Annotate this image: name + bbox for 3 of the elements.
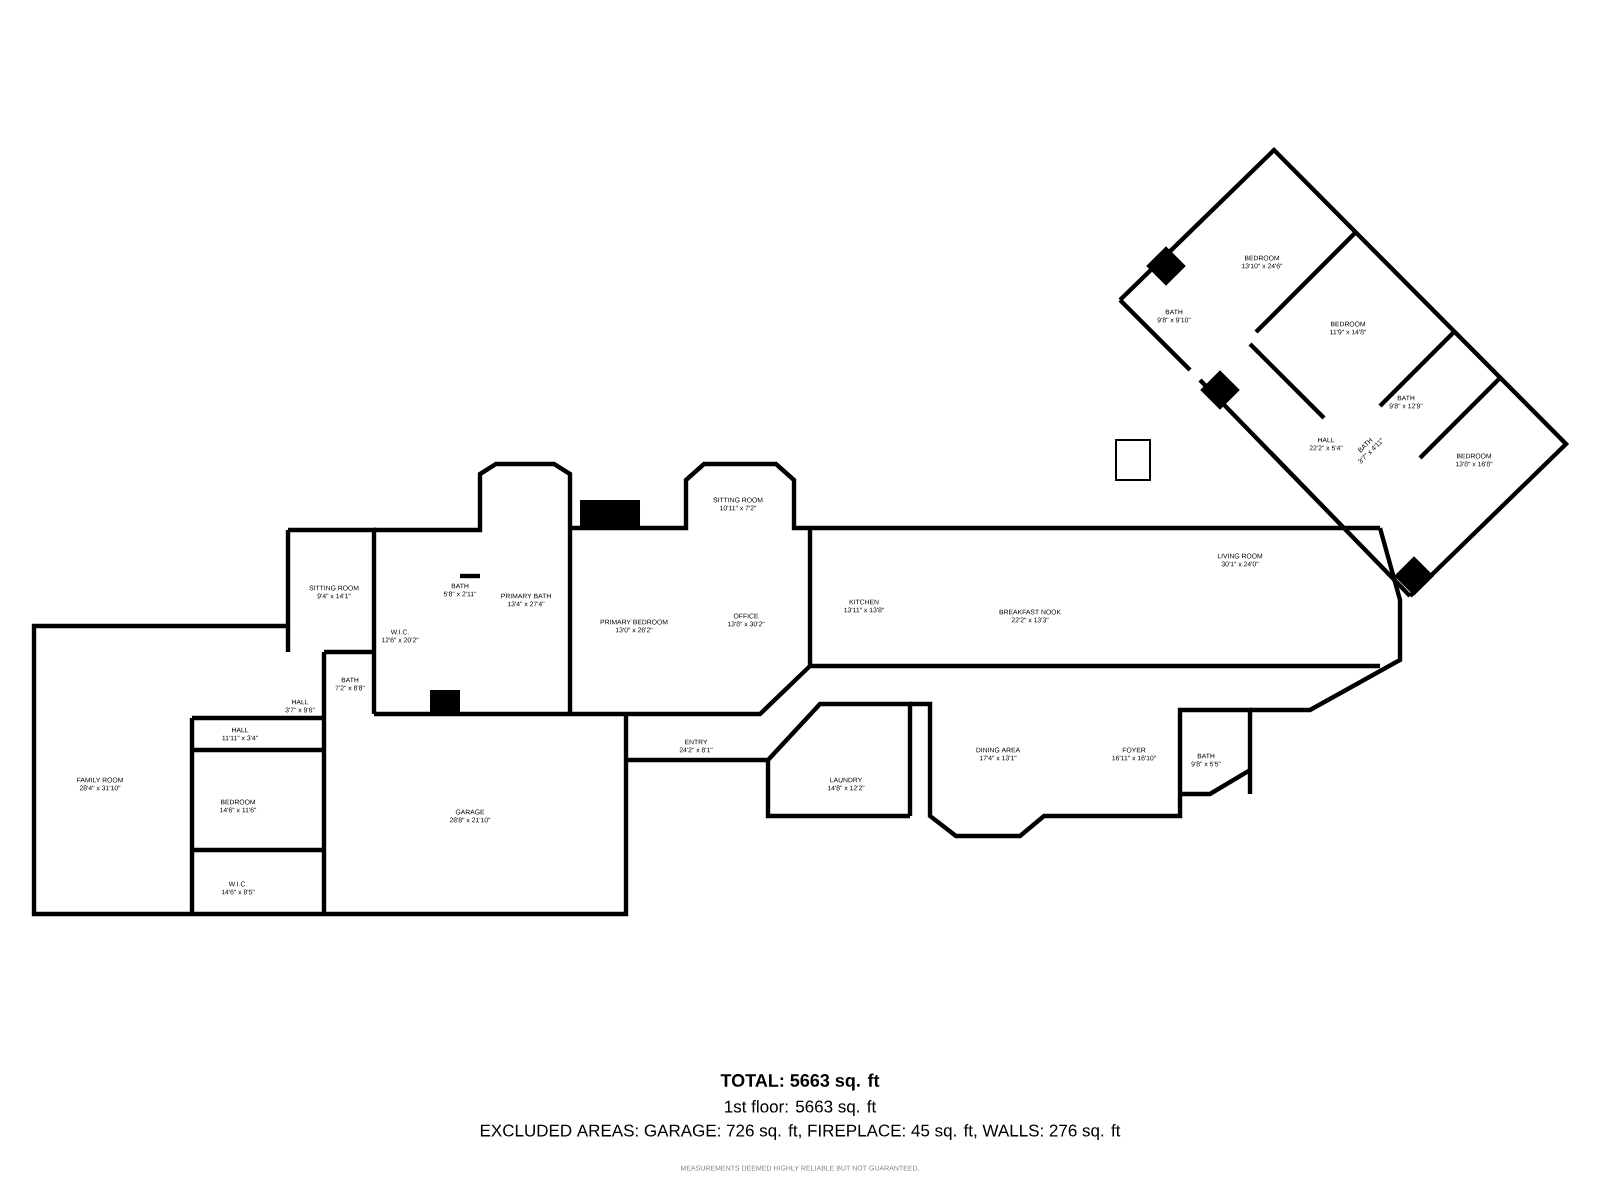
floor-area-text: 1st floor: 5663 sq. ft [725,1100,877,1116]
total-area-text: TOTAL: 5663 sq. ft [720,1073,880,1091]
excluded-areas-text: EXCLUDED AREAS: GARAGE: 726 sq. ft, FIREPLACE: 45 sq. ft, WALLS: 276 sq. ft [480,1124,1121,1140]
